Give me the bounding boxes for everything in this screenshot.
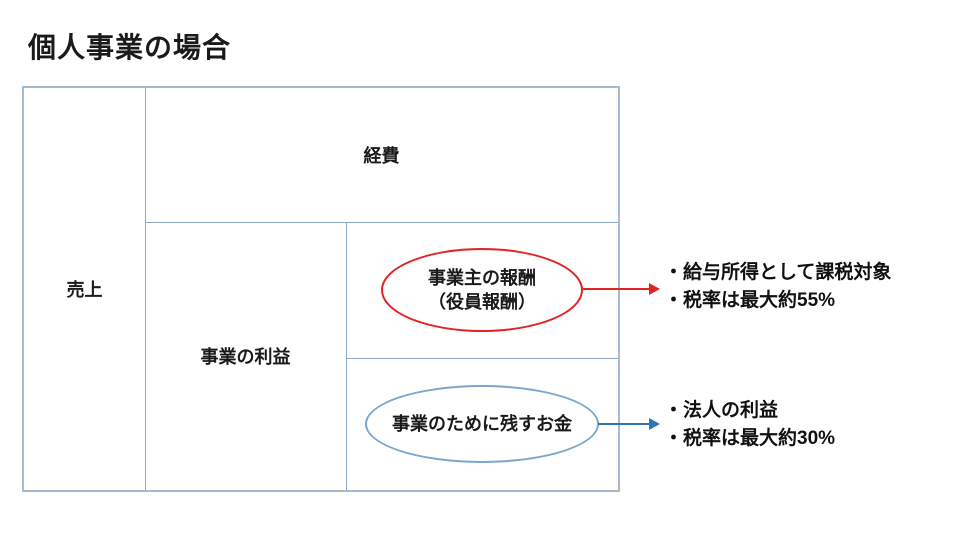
owner-compensation-oval: 事業主の報酬 （役員報酬） [381,248,583,332]
cell-expenses: 経費 [145,88,618,222]
owner-compensation-line2: （役員報酬） [428,292,536,312]
divider-vertical-profit [346,222,347,490]
blue-arrow-shaft [598,423,650,425]
note-line: ・給与所得として課税対象 [664,262,892,283]
owner-compensation-line1: 事業主の報酬 [428,267,536,288]
divider-horizontal-owner [346,358,618,359]
red-arrowhead-icon [649,283,660,295]
red-arrow-shaft [583,288,650,290]
page-title: 個人事業の場合 [28,32,232,63]
note-line: ・税率は最大約30% [664,428,836,449]
divider-vertical-sales [145,88,146,490]
keep-money-notes: ・法人の利益 ・税率は最大約30% [664,397,835,453]
note-line: ・税率は最大約55% [664,290,836,311]
cell-sales-label: 売上 [66,280,103,300]
divider-horizontal-expenses [145,222,618,223]
keep-money-label: 事業のために残すお金 [392,413,572,434]
cell-keep-money: 事業のために残すお金 [346,358,618,490]
blue-arrowhead-icon [649,418,660,430]
keep-money-oval: 事業のために残すお金 [365,385,599,463]
revenue-breakdown-table: 売上 経費 事業の利益 事業主の報酬 （役員報酬） 事業のために残すお金 [22,86,620,492]
cell-expenses-label: 経費 [363,146,400,166]
cell-owner-compensation: 事業主の報酬 （役員報酬） [346,222,618,358]
cell-business-profit: 事業の利益 [145,222,346,490]
cell-business-profit-label: 事業の利益 [200,347,291,367]
note-line: ・法人の利益 [664,400,779,421]
cell-sales: 売上 [24,88,145,490]
owner-compensation-notes: ・給与所得として課税対象 ・税率は最大約55% [664,259,891,315]
